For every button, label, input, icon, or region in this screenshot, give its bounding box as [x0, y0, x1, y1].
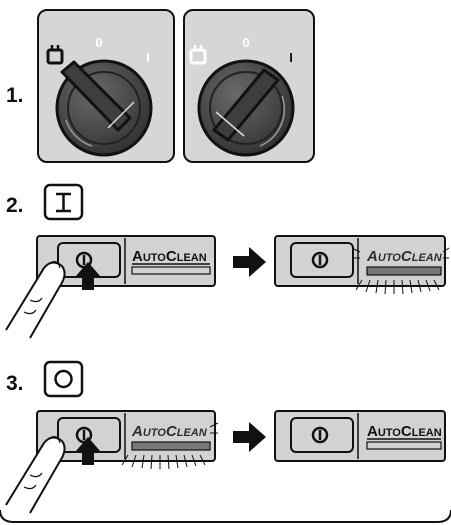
svg-text:AUTOCLEAN: AUTOCLEAN: [132, 248, 207, 265]
knob-left-off-mark: 0: [95, 35, 102, 50]
pressing-finger-icon: [5, 261, 66, 339]
pressing-finger-icon: [5, 436, 66, 514]
control-panel-3a: AUTOCLEAN: [36, 410, 219, 470]
svg-text:AUTOCLEAN: AUTOCLEAN: [131, 423, 208, 440]
plug-icon: [46, 45, 64, 65]
power-button-icon[interactable]: [311, 426, 329, 444]
press-arrow-icon: [76, 262, 100, 290]
step-1-label: 1.: [6, 84, 24, 107]
svg-text:AUTOCLEAN: AUTOCLEAN: [367, 423, 442, 440]
control-panel-2b: AUTOCLEAN: [274, 235, 450, 295]
plug-icon: [189, 45, 207, 65]
rotary-knob-right[interactable]: [197, 59, 295, 157]
svg-text:AUTOCLEAN: AUTOCLEAN: [366, 248, 443, 265]
knob-left-on-mark: I: [146, 50, 150, 65]
power-button-icon[interactable]: [311, 251, 329, 269]
control-panel-3b: AUTOCLEAN: [274, 410, 446, 462]
autoclean-label: AUTOCLEAN: [366, 423, 442, 450]
knob-panel-right: 0 I: [183, 9, 315, 163]
power-off-symbol-box: [43, 360, 84, 398]
step-2-label: 2.: [6, 194, 24, 217]
right-arrow-icon: [233, 422, 266, 452]
step-3-label: 3.: [6, 372, 24, 395]
right-arrow-icon: [233, 247, 266, 277]
knob-right-on-mark: I: [289, 50, 293, 65]
power-on-symbol-box: [43, 183, 84, 221]
press-arrow-icon: [76, 437, 100, 465]
autoclean-label-lit: AUTOCLEAN: [121, 422, 219, 470]
frame-border: [0, 509, 451, 523]
autoclean-label: AUTOCLEAN: [131, 248, 211, 275]
autoclean-label-lit: AUTOCLEAN: [351, 247, 450, 295]
knob-panel-left: 0 I: [37, 9, 175, 163]
rotary-knob-left[interactable]: [55, 59, 153, 157]
knob-right-off-mark: 0: [242, 35, 249, 50]
